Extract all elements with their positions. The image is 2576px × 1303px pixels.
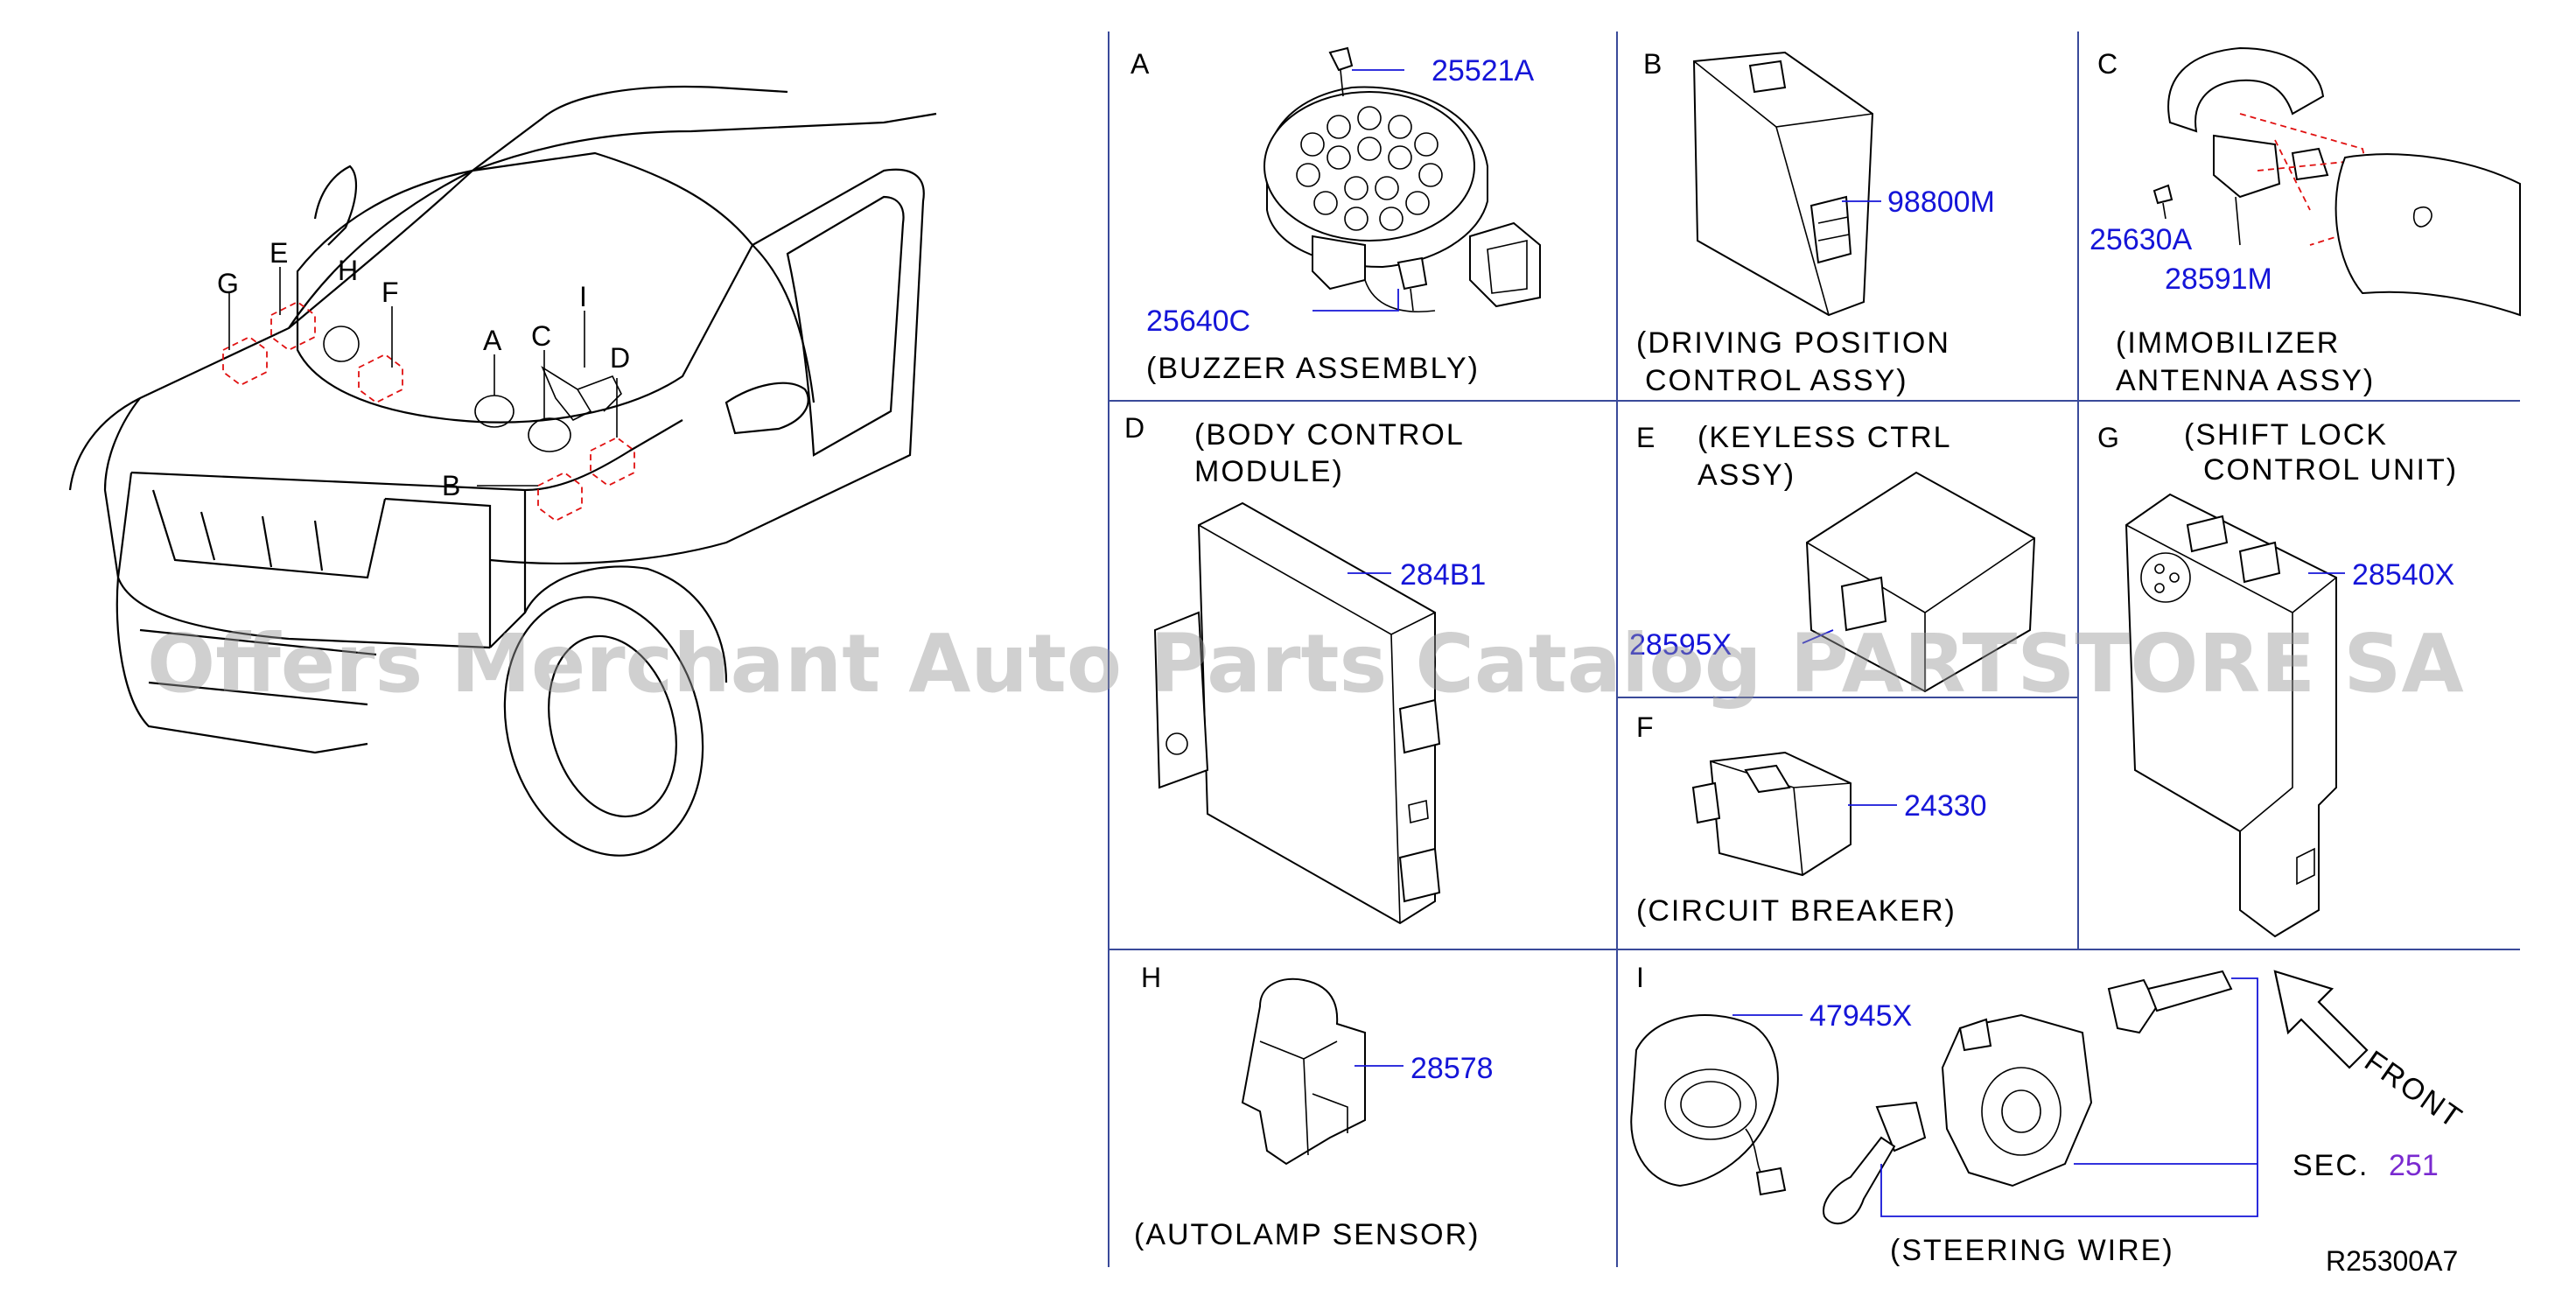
panel-h-title: (AUTOLAMP SENSOR) bbox=[1134, 1218, 1480, 1251]
panel-i-letter: I bbox=[1636, 962, 1644, 993]
part-number-28578[interactable]: 28578 bbox=[1410, 1052, 1494, 1085]
front-label: FRONT bbox=[2358, 1044, 2468, 1135]
panel-b: B 98800M (DRIVING POSITION CONTROL ASSY) bbox=[1636, 48, 1995, 397]
panel-h: H 28578 (AUTOLAMP SENSOR) bbox=[1134, 962, 1494, 1251]
panel-grid bbox=[1108, 32, 2520, 1267]
immobilizer-antenna-drawing bbox=[2152, 46, 2521, 317]
locator-label-a: A bbox=[483, 325, 502, 356]
body-control-module-drawing bbox=[1153, 501, 1441, 925]
sec-251-link[interactable]: 251 bbox=[2389, 1149, 2439, 1182]
diagram-reference-id: R25300A7 bbox=[2326, 1245, 2458, 1277]
part-number-28595x[interactable]: 28595X bbox=[1629, 628, 1732, 662]
panel-d-letter: D bbox=[1124, 412, 1144, 444]
panel-d-title-line1: (BODY CONTROL bbox=[1194, 418, 1465, 452]
keyless-ctrl-assy-drawing bbox=[1805, 471, 2036, 693]
panel-d-title-line2: MODULE) bbox=[1194, 455, 1344, 488]
panel-b-title-line1: (DRIVING POSITION bbox=[1636, 326, 1950, 360]
panel-i-title: (STEERING WIRE) bbox=[1890, 1234, 2174, 1267]
panel-f-letter: F bbox=[1636, 711, 1654, 743]
locator-label-f: F bbox=[382, 277, 399, 308]
vehicle-locator-illustration bbox=[68, 85, 937, 857]
locator-label-g: G bbox=[217, 268, 239, 299]
part-number-24330[interactable]: 24330 bbox=[1904, 789, 1987, 823]
shift-lock-control-unit-drawing bbox=[2124, 493, 2337, 938]
panel-g: G (SHIFT LOCK CONTROL UNIT) 28540X bbox=[2097, 418, 2458, 938]
watermark-text: Offers Merchant Auto Parts Catalog PARTS… bbox=[147, 617, 2464, 711]
panel-h-letter: H bbox=[1141, 962, 1161, 993]
panel-g-title-line2: CONTROL UNIT) bbox=[2203, 453, 2458, 487]
buzzer-assembly-drawing bbox=[1264, 46, 1541, 313]
panel-a-letter: A bbox=[1130, 48, 1150, 80]
panel-f: F 24330 (CIRCUIT BREAKER) bbox=[1636, 711, 1987, 928]
panel-a-title: (BUZZER ASSEMBLY) bbox=[1146, 352, 1480, 385]
panel-e-letter: E bbox=[1636, 422, 1655, 453]
panel-g-letter: G bbox=[2097, 422, 2119, 453]
part-number-28591m[interactable]: 28591M bbox=[2165, 263, 2272, 296]
panel-c-letter: C bbox=[2097, 48, 2118, 80]
panel-e-title-line2: ASSY) bbox=[1698, 459, 1796, 492]
panel-a: A 25521A 25640C (BUZZER ASSEMBLY) bbox=[1130, 46, 1541, 385]
panel-c: C 25630A 28591M (IMMOBILIZER ANTENNA ASS… bbox=[2090, 46, 2521, 397]
front-arrow-icon bbox=[2273, 970, 2369, 1069]
panel-e: E (KEYLESS CTRL ASSY) 28595X bbox=[1629, 421, 2036, 693]
sec-label: SEC. bbox=[2292, 1149, 2369, 1182]
part-number-25640c[interactable]: 25640C bbox=[1146, 305, 1250, 338]
locator-label-b: B bbox=[442, 470, 460, 501]
locator-label-i: I bbox=[579, 281, 587, 312]
panel-g-title-line1: (SHIFT LOCK bbox=[2184, 418, 2388, 452]
panel-e-title-line1: (KEYLESS CTRL bbox=[1698, 421, 1952, 454]
steering-wire-drawing bbox=[1630, 970, 2233, 1225]
part-number-284b1[interactable]: 284B1 bbox=[1400, 558, 1486, 592]
circuit-breaker-drawing bbox=[1691, 751, 1852, 877]
part-number-98800m[interactable]: 98800M bbox=[1887, 186, 1995, 219]
panel-c-title-line1: (IMMOBILIZER bbox=[2116, 326, 2340, 360]
autolamp-sensor-drawing bbox=[1241, 977, 1366, 1166]
panel-f-title: (CIRCUIT BREAKER) bbox=[1636, 894, 1956, 928]
part-number-25630a[interactable]: 25630A bbox=[2090, 223, 2193, 256]
locator-label-h: H bbox=[338, 255, 358, 286]
panel-b-title-line2: CONTROL ASSY) bbox=[1645, 364, 1908, 397]
locator-label-c: C bbox=[531, 320, 551, 352]
locator-label-e: E bbox=[270, 237, 288, 269]
driving-position-control-assy-drawing bbox=[1692, 51, 1874, 317]
panel-d: D (BODY CONTROL MODULE) 284B1 bbox=[1124, 412, 1486, 925]
panel-c-title-line2: ANTENNA ASSY) bbox=[2116, 364, 2375, 397]
part-number-28540x[interactable]: 28540X bbox=[2352, 558, 2454, 592]
part-number-47945x[interactable]: 47945X bbox=[1810, 999, 1912, 1033]
panel-i: I 47945X SEC. 251 bbox=[1630, 962, 2468, 1267]
locator-label-d: D bbox=[610, 342, 630, 374]
panel-b-letter: B bbox=[1643, 48, 1662, 80]
part-number-25521a[interactable]: 25521A bbox=[1432, 54, 1535, 88]
